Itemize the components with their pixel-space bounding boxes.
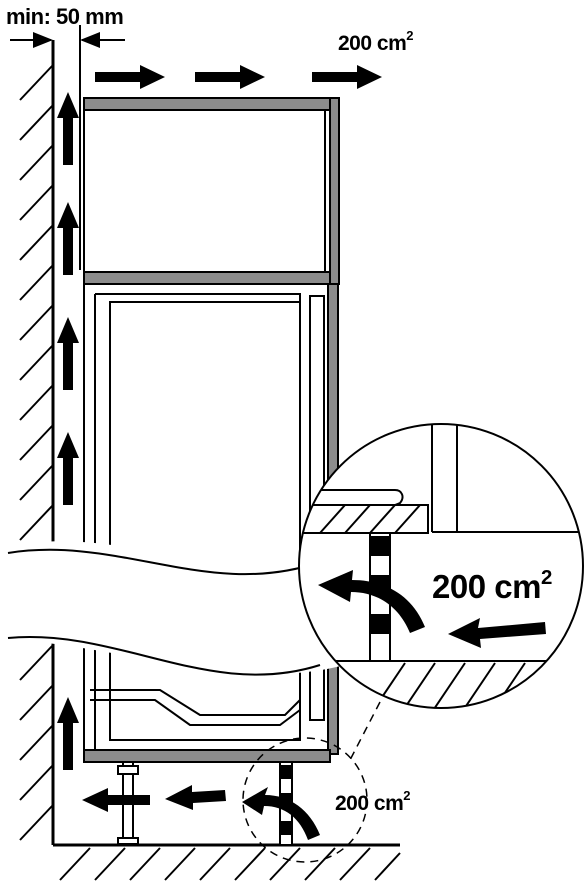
airflow-top-outlet-arrows <box>95 65 382 89</box>
top-outlet-exp: 2 <box>406 28 413 43</box>
break-line-top <box>7 548 321 576</box>
wall <box>19 40 55 845</box>
zoom-inlet-area-label: 200 cm2 <box>432 566 552 606</box>
min-gap-dimension <box>10 25 125 270</box>
floor <box>53 843 401 881</box>
break-line-bottom <box>7 636 321 676</box>
top-outlet-value: 200 <box>338 32 372 55</box>
bottom-inlet-unit: cm <box>373 792 404 815</box>
zoom-detail <box>298 423 584 709</box>
min-gap-label: min: 50 mm <box>6 4 124 29</box>
detail-connector <box>349 701 381 761</box>
bottom-inlet-value: 200 <box>335 792 369 815</box>
bottom-inlet-exp: 2 <box>403 788 410 803</box>
top-outlet-unit: cm <box>376 32 407 55</box>
zoom-inlet-exp: 2 <box>540 566 552 589</box>
top-outlet-area-label: 200 cm2 <box>338 28 413 56</box>
bottom-inlet-area-label: 200 cm2 <box>335 788 410 816</box>
zoom-inlet-value: 200 <box>432 568 486 605</box>
airflow-up-arrows <box>57 92 79 770</box>
appliance <box>83 283 339 755</box>
zoom-inlet-unit: cm <box>494 568 541 605</box>
airflow-bottom-arrows <box>82 785 320 840</box>
detail-marker-circle <box>242 737 368 863</box>
break-band <box>0 541 360 674</box>
upper-cabinet <box>83 97 340 285</box>
